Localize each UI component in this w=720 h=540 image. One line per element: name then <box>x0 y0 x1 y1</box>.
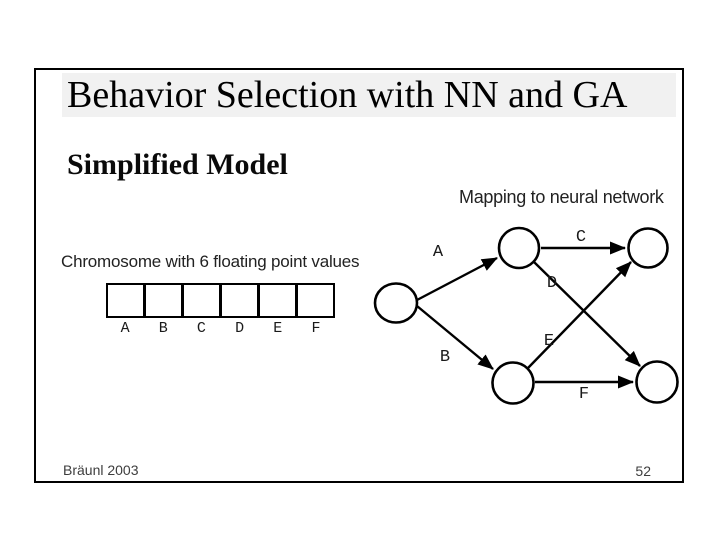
chromosome-caption: Chromosome with 6 floating point values <box>61 252 360 271</box>
slide-title: Behavior Selection with NN and GA <box>67 74 628 116</box>
network-diagram <box>373 226 679 405</box>
chromosome-labels-row: A B C D E F <box>106 320 335 337</box>
chromosome-cell-b <box>146 285 181 316</box>
node-output-top <box>627 227 669 269</box>
edge-b-line <box>416 305 494 370</box>
edge-label-b: B <box>439 348 451 367</box>
chromosome-cell-label-f: F <box>311 320 321 337</box>
slide: Behavior Selection with NN and GA Simpli… <box>34 68 684 483</box>
network-caption: Mapping to neural network <box>459 187 664 207</box>
edge-label-c: C <box>575 228 587 247</box>
edge-label-a: A <box>432 243 444 262</box>
chromosome-cell-c <box>184 285 219 316</box>
edge-d-line <box>533 261 641 367</box>
edge-a-line <box>416 256 498 302</box>
slide-title-bar: Behavior Selection with NN and GA <box>62 73 676 117</box>
chromosome-cell-label-a: A <box>120 320 130 337</box>
chromosome-cell-e <box>260 285 295 316</box>
chromosome-cell-a <box>108 285 143 316</box>
chromosome-box <box>106 283 335 318</box>
node-hidden-bottom <box>491 361 535 405</box>
page-number: 52 <box>635 463 651 479</box>
chromosome-cell-label-d: D <box>235 320 245 337</box>
chromosome-cell-label-e: E <box>273 320 283 337</box>
chromosome-cell-d <box>222 285 257 316</box>
edge-label-e: E <box>543 332 555 351</box>
chromosome-cell-label-b: B <box>158 320 168 337</box>
node-hidden-top <box>497 226 541 270</box>
node-output-bottom <box>635 360 679 404</box>
footer-author: Bräunl 2003 <box>63 462 139 478</box>
edge-label-d: D <box>546 274 558 293</box>
edge-e-line <box>527 261 632 369</box>
slide-subtitle: Simplified Model <box>67 148 288 181</box>
node-input <box>373 282 419 324</box>
edge-label-f: F <box>578 385 590 404</box>
chromosome-cell-f <box>298 285 333 316</box>
chromosome-cell-label-c: C <box>196 320 206 337</box>
